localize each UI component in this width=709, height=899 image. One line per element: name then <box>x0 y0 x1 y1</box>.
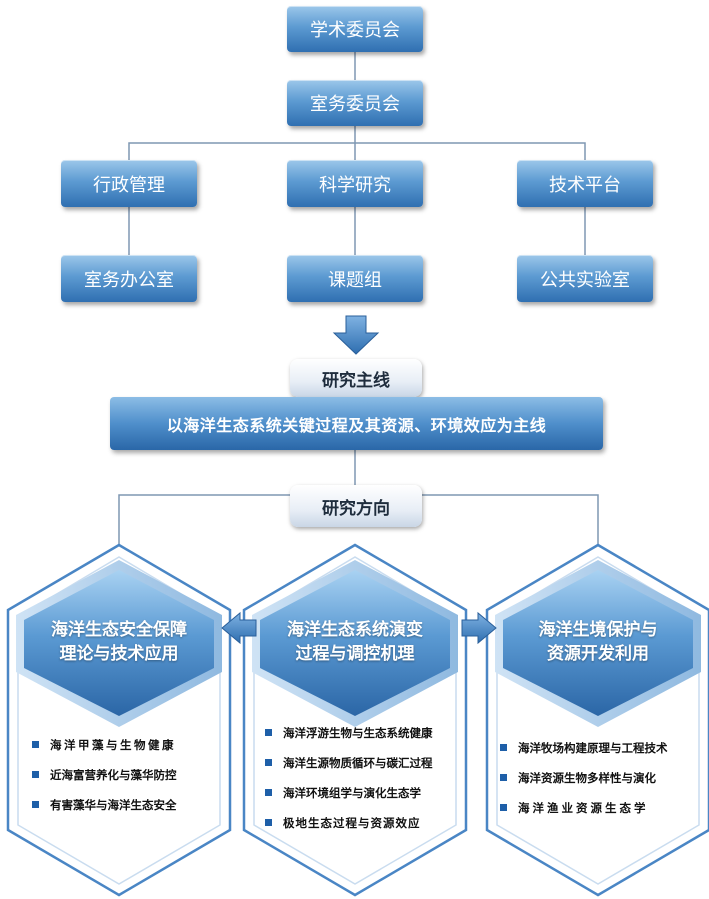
direction-title-center: 海洋生态系统演变 过程与调控机理 <box>287 620 423 664</box>
list-item: 近海富营养化与藻华防控 <box>32 760 177 790</box>
bullet-icon <box>32 741 39 748</box>
admin-box: 行政管理 <box>61 160 197 207</box>
down-arrow-icon <box>332 315 380 355</box>
bullet-icon <box>265 819 272 826</box>
main-line-banner: 以海洋生态系统关键过程及其资源、环境效应为主线 <box>110 397 603 450</box>
list-item: 海洋渔业资源生态学 <box>500 793 668 823</box>
directions-label: 研究方向 <box>290 485 422 527</box>
academic-committee-box: 学术委员会 <box>287 6 423 52</box>
list-item: 海洋浮游生物与生态系统健康 <box>265 718 433 748</box>
bullet-icon <box>500 804 507 811</box>
bullet-icon <box>500 774 507 781</box>
list-item: 海洋环境组学与演化生态学 <box>265 778 433 808</box>
list-item: 海洋资源生物多样性与演化 <box>500 763 668 793</box>
bullet-icon <box>32 801 39 808</box>
direction-title-left: 海洋生态安全保障 理论与技术应用 <box>51 620 187 664</box>
bullet-icon <box>265 759 272 766</box>
list-item: 有害藻华与海洋生态安全 <box>32 790 177 820</box>
hex-cap-center <box>252 560 458 727</box>
topic-list-left: 海洋甲藻与生物健康 近海富营养化与藻华防控 有害藻华与海洋生态安全 <box>32 730 177 820</box>
list-item: 海洋牧场构建原理与工程技术 <box>500 733 668 763</box>
bullet-icon <box>265 729 272 736</box>
right-arrow-icon <box>461 611 497 645</box>
bullet-icon <box>500 744 507 751</box>
tech-platform-box: 技术平台 <box>517 160 653 207</box>
hex-cap-right <box>495 560 701 727</box>
main-line-label: 研究主线 <box>290 359 422 397</box>
list-item: 海洋生源物质循环与碳汇过程 <box>265 748 433 778</box>
list-item: 海洋甲藻与生物健康 <box>32 730 177 760</box>
direction-title-right: 海洋生境保护与 资源开发利用 <box>538 620 658 664</box>
topic-list-center: 海洋浮游生物与生态系统健康 海洋生源物质循环与碳汇过程 海洋环境组学与演化生态学… <box>265 718 433 838</box>
research-box: 科学研究 <box>287 160 423 207</box>
affairs-committee-box: 室务委员会 <box>287 80 423 126</box>
hex-cap-left <box>16 560 222 727</box>
topic-list-right: 海洋牧场构建原理与工程技术 海洋资源生物多样性与演化 海洋渔业资源生态学 <box>500 733 668 823</box>
bullet-icon <box>32 771 39 778</box>
office-box: 室务办公室 <box>61 255 197 302</box>
list-item: 极地生态过程与资源效应 <box>265 808 433 838</box>
bullet-icon <box>265 789 272 796</box>
project-group-box: 课题组 <box>287 255 423 302</box>
left-arrow-icon <box>221 611 257 645</box>
public-lab-box: 公共实验室 <box>517 255 653 302</box>
